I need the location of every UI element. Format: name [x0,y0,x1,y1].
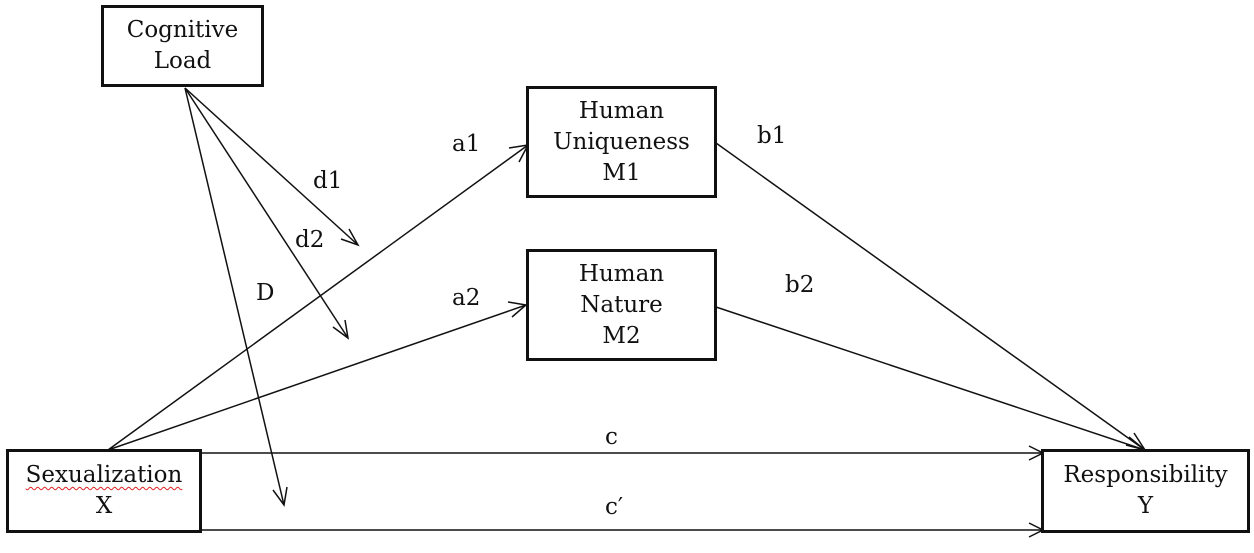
arrowhead-d2 [332,319,350,340]
human-nature-line2: Nature [580,291,663,318]
responsibility-box: Responsibility Y [1041,449,1250,533]
cognitive-load-line1: Cognitive [126,17,239,43]
path-label-b2: b2 [785,272,815,298]
arrow-D [184,87,285,506]
human-nature-line1: Human [578,260,665,287]
sexualization-box: Sexualization X [6,449,202,533]
cognitive-load-line2: Load [153,48,212,74]
cognitive-load-box: Cognitive Load [101,5,264,87]
arrow-d2 [184,87,349,339]
path-label-a2: a2 [452,285,481,311]
human-uniqueness-line1: Human [578,97,665,124]
arrow-a2 [107,304,527,451]
path-label-d1: d1 [313,168,343,194]
path-label-c: c [605,424,618,450]
path-label-c-prime: c′ [605,494,624,520]
human-uniqueness-line3: M1 [602,159,641,186]
arrow-d1 [184,87,359,246]
arrow-b2 [715,306,1146,451]
path-label-D: D [256,280,275,306]
arrowhead-a2 [507,301,528,318]
path-label-b1: b1 [757,123,787,149]
responsibility-line2: Y [1137,493,1154,519]
arrow-b1 [715,142,1146,451]
path-label-a1: a1 [452,131,481,157]
human-nature-box: Human Nature M2 [526,249,717,361]
arrowhead-d1 [340,228,360,247]
human-uniqueness-box: Human Uniqueness M1 [526,86,717,198]
sexualization-line2: X [95,493,113,519]
arrow-a1 [107,144,529,451]
path-label-d2: d2 [295,227,325,253]
arrowhead-D [272,486,288,507]
human-nature-line3: M2 [602,322,641,349]
human-uniqueness-line2: Uniqueness [553,128,690,155]
responsibility-line1: Responsibility [1063,462,1228,488]
sexualization-line1: Sexualization [25,462,183,488]
